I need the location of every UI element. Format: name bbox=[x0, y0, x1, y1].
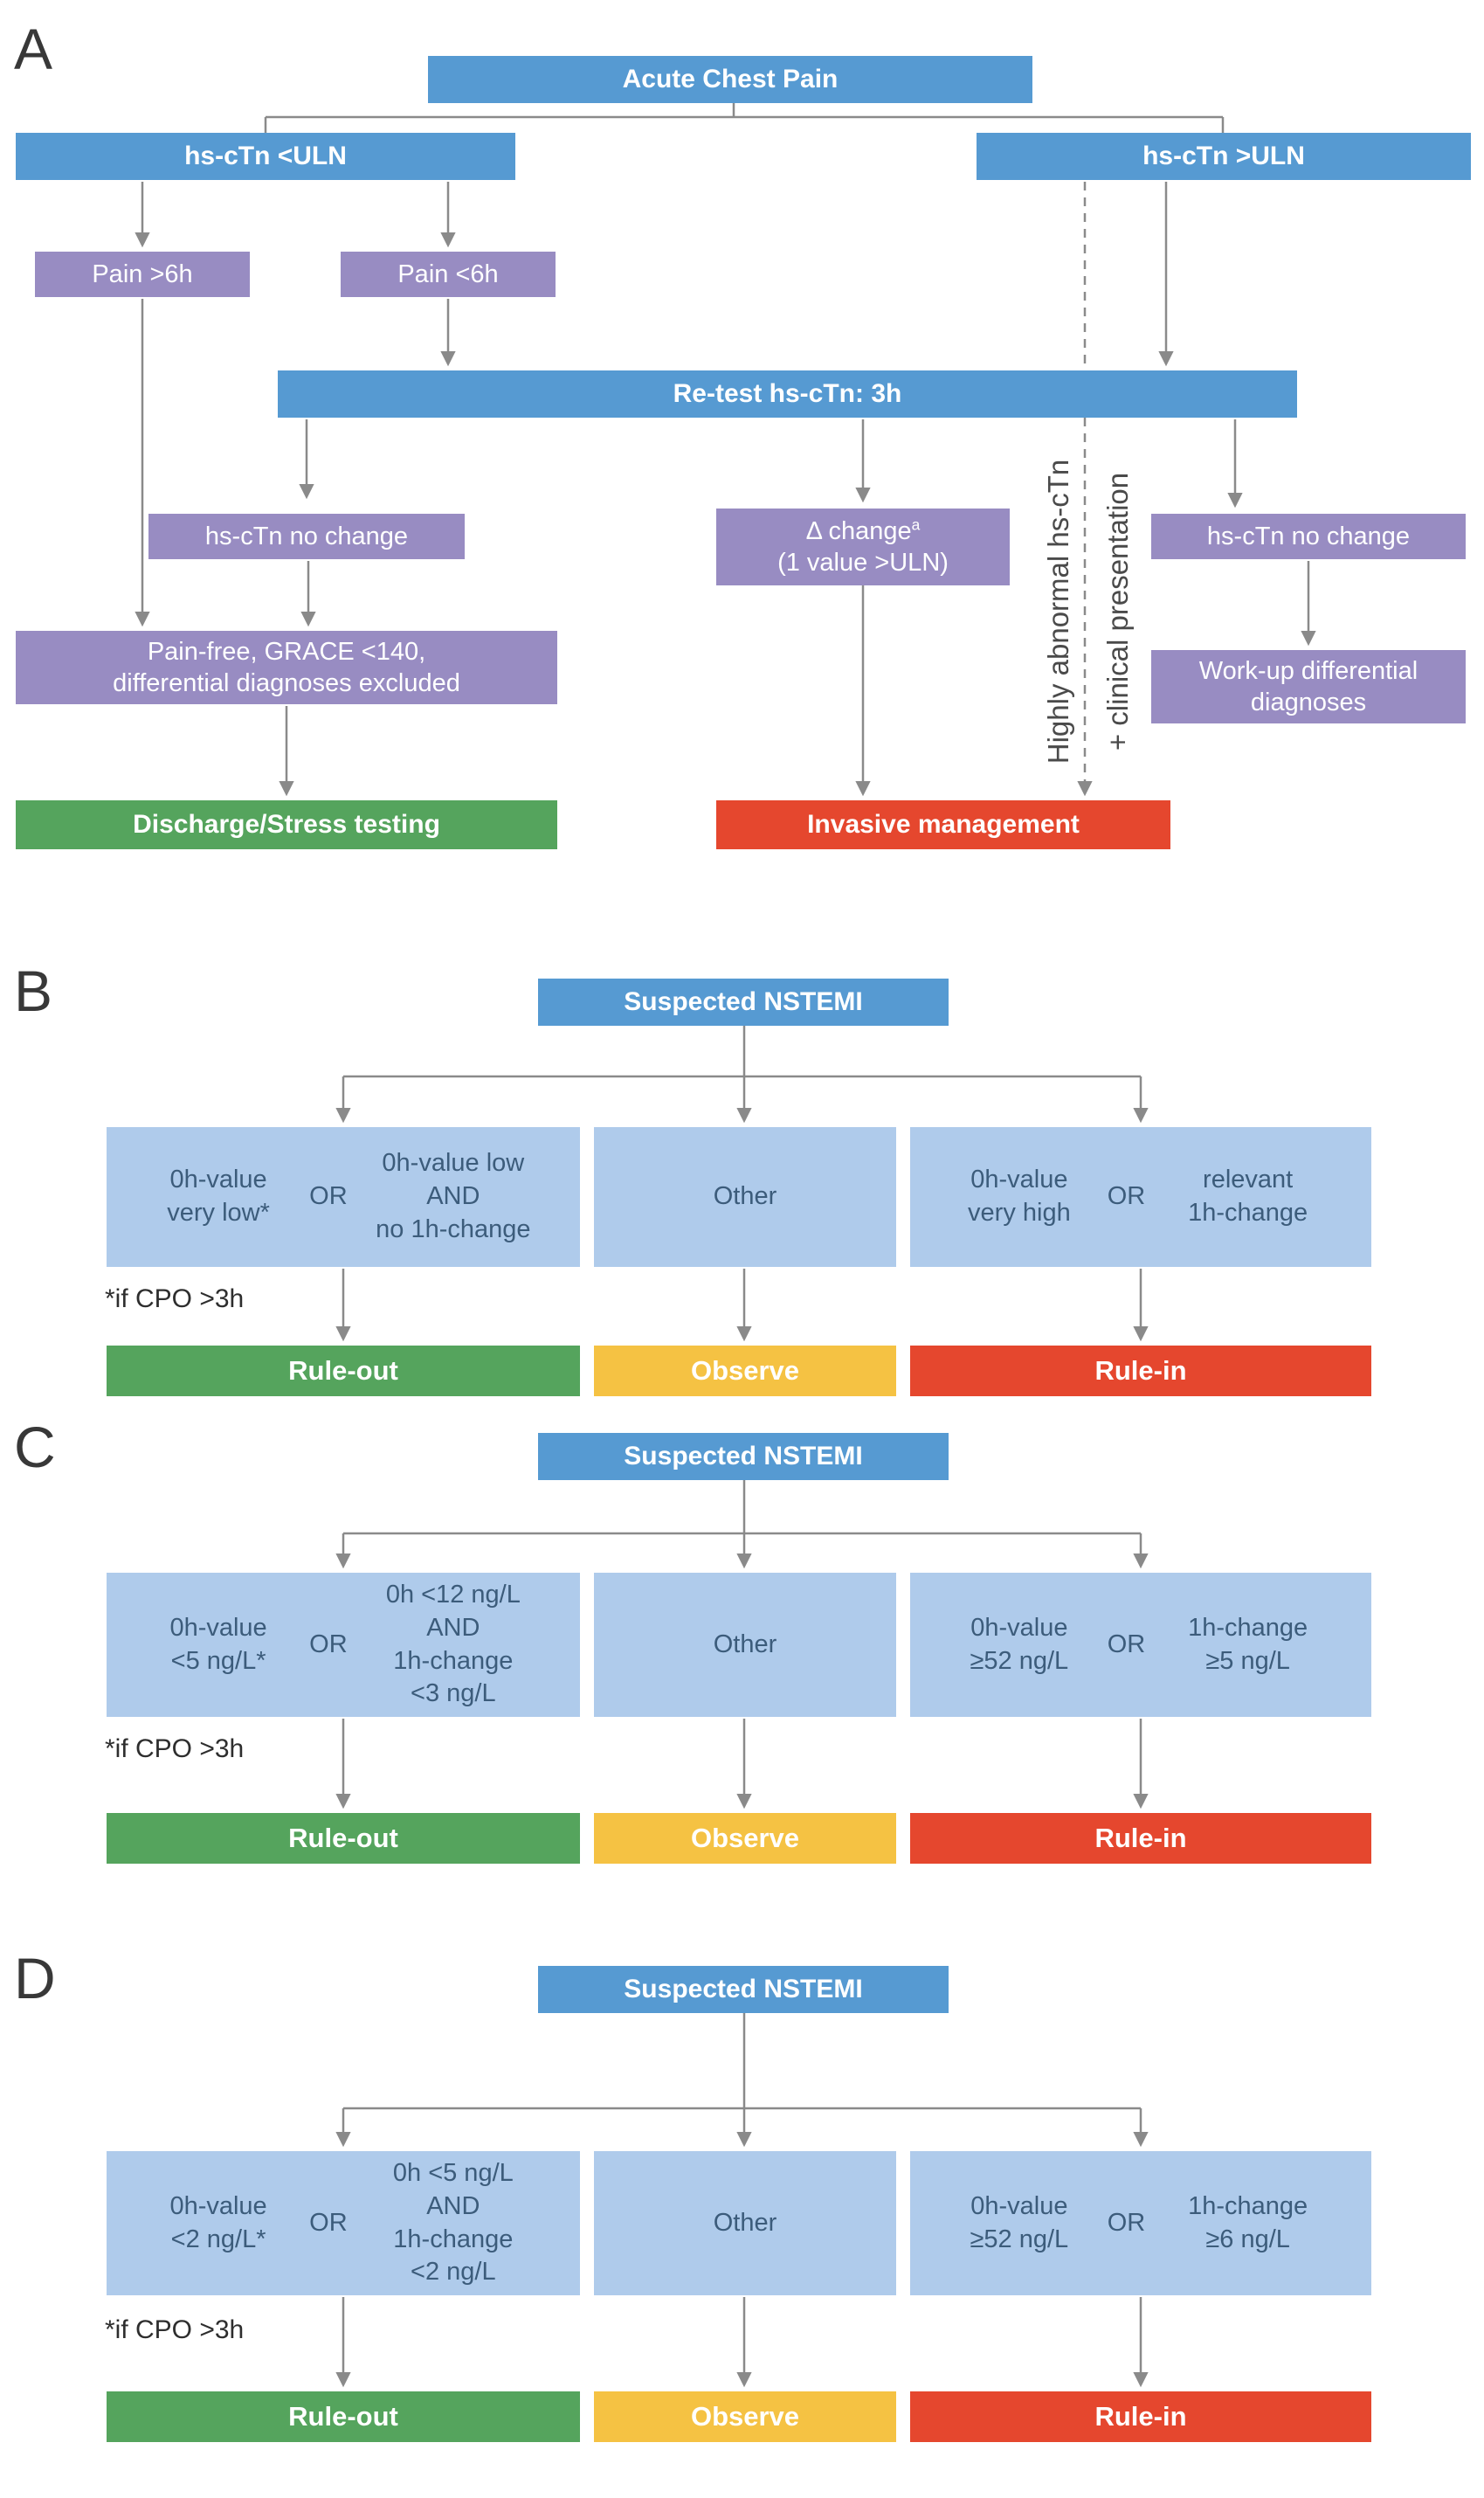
panel-c-top-connector bbox=[343, 1480, 1141, 1535]
box-d-rule-out-criteria: 0h-value <2 ng/L* OR 0h <5 ng/L AND 1h-c… bbox=[107, 2151, 580, 2295]
panel-a-label: A bbox=[14, 17, 53, 81]
c-rule-out-condition-2: 0h <12 ng/L AND 1h-change <3 ng/L bbox=[385, 1581, 521, 1708]
box-no-change-right: hs-cTn no change bbox=[1151, 514, 1466, 559]
box-b-rule-out-criteria: 0h-value very low* OR 0h-value low AND n… bbox=[107, 1127, 580, 1267]
box-d-suspected-nstemi: Suspected NSTEMI bbox=[538, 1966, 949, 2013]
delta-change-line2: (1 value >ULN) bbox=[777, 549, 949, 577]
box-c-rule-out-criteria: 0h-value <5 ng/L* OR 0h <12 ng/L AND 1h-… bbox=[107, 1573, 580, 1717]
box-d-observe: Observe bbox=[594, 2391, 896, 2442]
panel-d-top-connector bbox=[343, 2013, 1141, 2110]
box-c-observe: Observe bbox=[594, 1813, 896, 1864]
bypass-label-highly-abnormal: Highly abnormal hs-cTn bbox=[1042, 459, 1074, 765]
box-retest-hs-ctn-3h: Re-test hs-cTn: 3h bbox=[278, 370, 1297, 418]
d-or-left: OR bbox=[309, 2208, 348, 2237]
c-or-right: OR bbox=[1107, 1630, 1146, 1658]
panel-d-label: D bbox=[14, 1946, 56, 2010]
box-c-rule-in: Rule-in bbox=[910, 1813, 1371, 1864]
d-rule-out-condition-1: 0h-value <2 ng/L* bbox=[169, 2191, 267, 2253]
b-footnote-cpo: *if CPO >3h bbox=[105, 1284, 245, 1313]
panel-b-top-connector bbox=[343, 1026, 1141, 1078]
box-hs-ctn-below-uln: hs-cTn <ULN bbox=[16, 133, 515, 180]
b-rule-out-condition-2: 0h-value low AND no 1h-change bbox=[376, 1149, 531, 1243]
c-rule-in-condition-2: 1h-change ≥5 ng/L bbox=[1188, 1613, 1308, 1675]
box-invasive-management: Invasive management bbox=[716, 800, 1170, 849]
box-pain-over-6h: Pain >6h bbox=[35, 252, 250, 297]
b-rule-in-condition-2: relevant 1h-change bbox=[1188, 1166, 1308, 1227]
box-hs-ctn-above-uln: hs-cTn >ULN bbox=[977, 133, 1471, 180]
b-or-left: OR bbox=[309, 1182, 348, 1211]
box-b-rule-out: Rule-out bbox=[107, 1346, 580, 1396]
bypass-label-clinical-presentation: + clinical presentation bbox=[1101, 472, 1134, 751]
box-b-rule-in: Rule-in bbox=[910, 1346, 1371, 1396]
box-b-observe: Observe bbox=[594, 1346, 896, 1396]
d-or-right: OR bbox=[1107, 2208, 1146, 2237]
d-rule-out-condition-2: 0h <5 ng/L AND 1h-change <2 ng/L bbox=[392, 2159, 514, 2287]
box-delta-change: Δ changea (1 value >ULN) bbox=[716, 509, 1010, 585]
panel-a-top-connector bbox=[264, 103, 1225, 133]
box-d-rule-in: Rule-in bbox=[910, 2391, 1371, 2442]
box-pain-free-grace: Pain-free, GRACE <140, differential diag… bbox=[16, 631, 557, 704]
box-b-rule-in-criteria: 0h-value very high OR relevant 1h-change bbox=[910, 1127, 1371, 1267]
box-d-rule-in-criteria: 0h-value ≥52 ng/L OR 1h-change ≥6 ng/L bbox=[910, 2151, 1371, 2295]
delta-change-line1: Δ changea bbox=[805, 516, 921, 545]
box-no-change-left: hs-cTn no change bbox=[148, 514, 465, 559]
d-footnote-cpo: *if CPO >3h bbox=[105, 2315, 245, 2344]
c-rule-out-condition-1: 0h-value <5 ng/L* bbox=[169, 1613, 267, 1675]
c-footnote-cpo: *if CPO >3h bbox=[105, 1734, 245, 1763]
box-c-rule-in-criteria: 0h-value ≥52 ng/L OR 1h-change ≥5 ng/L bbox=[910, 1573, 1371, 1717]
d-rule-in-condition-1: 0h-value ≥52 ng/L bbox=[970, 2191, 1069, 2253]
c-rule-in-condition-1: 0h-value ≥52 ng/L bbox=[970, 1613, 1069, 1675]
box-d-rule-out: Rule-out bbox=[107, 2391, 580, 2442]
delta-change-footnote-marker: a bbox=[911, 516, 921, 534]
box-b-suspected-nstemi: Suspected NSTEMI bbox=[538, 979, 949, 1026]
box-c-suspected-nstemi: Suspected NSTEMI bbox=[538, 1433, 949, 1480]
box-pain-under-6h: Pain <6h bbox=[341, 252, 556, 297]
panel-b-label: B bbox=[14, 958, 53, 1023]
box-b-observe-criteria: Other bbox=[594, 1127, 896, 1267]
panel-c-label: C bbox=[14, 1415, 56, 1479]
b-rule-out-condition-1: 0h-value very low* bbox=[167, 1166, 270, 1227]
b-or-right: OR bbox=[1107, 1182, 1146, 1211]
c-or-left: OR bbox=[309, 1630, 348, 1658]
b-rule-in-condition-1: 0h-value very high bbox=[968, 1166, 1071, 1227]
d-rule-in-condition-2: 1h-change ≥6 ng/L bbox=[1188, 2191, 1308, 2253]
box-c-rule-out: Rule-out bbox=[107, 1813, 580, 1864]
box-acute-chest-pain: Acute Chest Pain bbox=[428, 56, 1032, 103]
box-discharge-stress-testing: Discharge/Stress testing bbox=[16, 800, 557, 849]
box-c-observe-criteria: Other bbox=[594, 1573, 896, 1717]
box-work-up-differential: Work-up differential diagnoses bbox=[1151, 650, 1466, 723]
box-d-observe-criteria: Other bbox=[594, 2151, 896, 2295]
